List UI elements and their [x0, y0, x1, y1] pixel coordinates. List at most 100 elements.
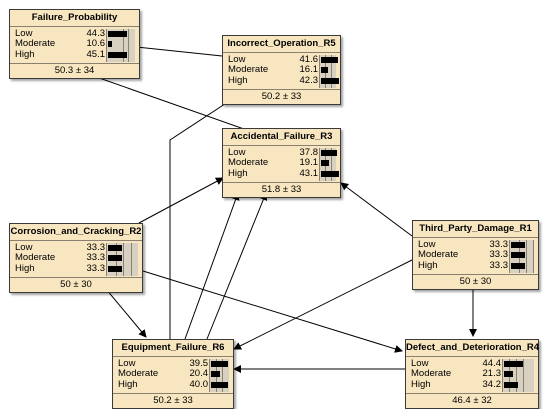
state-value: 21.3: [482, 368, 502, 380]
state-label: Low: [228, 54, 246, 65]
state-label: Low: [411, 358, 429, 369]
node-title: Accidental_Failure_R3: [223, 129, 340, 146]
node-title: Equipment_Failure_R6: [113, 340, 233, 357]
probability-bar: [504, 381, 518, 388]
node-corrosion-and-cracking[interactable]: Corrosion_and_Cracking_R2 Low 33.3 Moder…: [9, 223, 143, 293]
probability-bar: [321, 67, 328, 74]
state-value: 40.0: [189, 378, 209, 390]
state-row-high: High 42.3: [223, 74, 340, 86]
state-value: 33.3: [86, 262, 106, 274]
node-expected-value: 50.3 ± 34: [10, 63, 139, 78]
state-row-moderate: Moderate 19.1: [223, 157, 340, 169]
node-expected-value: 50.2 ± 33: [113, 393, 233, 408]
node-equipment-failure[interactable]: Equipment_Failure_R6 Low 39.5 Moderate 2…: [112, 339, 234, 409]
state-label: High: [228, 74, 248, 86]
state-value: 45.1: [86, 48, 106, 60]
state-label: Low: [15, 28, 33, 39]
state-value: 16.1: [299, 64, 319, 76]
state-table: Low 39.5 Moderate 20.4 High 40.0: [113, 357, 233, 393]
node-defect-and-deterioration[interactable]: Defect_and_Deterioration_R4 Low 44.4 Mod…: [405, 339, 539, 409]
probability-bar: [108, 255, 122, 262]
edge-equipment-failure-b-to-accidental-failure: [206, 192, 268, 340]
state-value: 41.6: [299, 54, 319, 65]
state-value: 33.3: [489, 239, 509, 250]
state-row-moderate: Moderate 10.6: [10, 38, 139, 50]
state-table: Low 44.4 Moderate 21.3 High 34.2: [406, 357, 538, 393]
state-row-low: Low 33.3: [413, 239, 538, 250]
node-title: Incorrect_Operation_R5: [223, 36, 340, 53]
node-incorrect-operation[interactable]: Incorrect_Operation_R5 Low 41.6 Moderate…: [222, 35, 341, 105]
state-row-moderate: Moderate 21.3: [406, 368, 538, 380]
edge-third-party-to-accidental-failure: [340, 182, 413, 237]
node-expected-value: 50.2 ± 33: [223, 89, 340, 104]
state-row-low: Low 44.3: [10, 28, 139, 39]
state-value: 33.3: [489, 249, 509, 261]
state-value: 43.1: [299, 167, 319, 179]
edge-equipment-failure-to-incorrect-operation: [169, 97, 235, 339]
state-row-high: High 33.3: [413, 259, 538, 271]
edge-equipment-failure-a-to-accidental-failure: [184, 192, 240, 340]
node-title: Third_Party_Damage_R1: [413, 221, 538, 238]
probability-bar: [511, 262, 525, 269]
edge-accidental-failure-to-failure-probability: [84, 71, 245, 130]
state-value: 33.3: [489, 259, 509, 271]
state-row-low: Low 33.3: [10, 242, 142, 253]
probability-bar: [511, 242, 525, 248]
state-row-high: High 33.3: [10, 262, 142, 274]
node-expected-value: 46.4 ± 32: [406, 393, 538, 408]
probability-bar: [321, 150, 337, 156]
state-table: Low 37.8 Moderate 19.1 High 43.1: [223, 146, 340, 182]
edge-third-party-to-equipment-failure: [233, 259, 413, 350]
node-expected-value: 50 ± 30: [413, 274, 538, 289]
node-expected-value: 51.8 ± 33: [223, 182, 340, 197]
probability-bar: [321, 170, 339, 177]
edge-corrosion-to-defect: [142, 270, 403, 353]
probability-bar: [211, 371, 220, 378]
state-label: High: [118, 378, 138, 390]
state-label: Moderate: [418, 249, 459, 261]
state-value: 34.2: [482, 378, 502, 390]
state-row-low: Low 37.8: [223, 147, 340, 158]
state-value: 44.4: [482, 358, 502, 369]
state-label: Moderate: [15, 38, 56, 50]
state-label: Low: [418, 239, 436, 250]
probability-bar: [504, 371, 513, 378]
state-row-moderate: Moderate 33.3: [10, 252, 142, 264]
node-accidental-failure[interactable]: Accidental_Failure_R3 Low 37.8 Moderate …: [222, 128, 341, 198]
state-label: High: [411, 378, 431, 390]
state-label: High: [228, 167, 248, 179]
state-label: High: [15, 48, 35, 60]
state-label: Low: [15, 242, 33, 253]
state-table: Low 41.6 Moderate 16.1 High 42.3: [223, 53, 340, 89]
state-value: 39.5: [189, 358, 209, 369]
state-row-moderate: Moderate 16.1: [223, 64, 340, 76]
state-row-high: High 45.1: [10, 48, 139, 60]
state-row-moderate: Moderate 33.3: [413, 249, 538, 261]
state-value: 10.6: [86, 38, 106, 50]
state-row-high: High 40.0: [113, 378, 233, 390]
probability-bar: [108, 51, 127, 58]
probability-bar: [108, 31, 127, 37]
state-label: Moderate: [228, 157, 269, 169]
state-row-high: High 43.1: [223, 167, 340, 179]
state-row-moderate: Moderate 20.4: [113, 368, 233, 380]
probability-bar: [321, 160, 329, 167]
probability-bar: [504, 361, 523, 367]
probability-bar: [211, 361, 228, 367]
state-value: 42.3: [299, 74, 319, 86]
state-value: 20.4: [189, 368, 209, 380]
state-label: Low: [118, 358, 136, 369]
state-table: Low 33.3 Moderate 33.3 High 33.3: [10, 241, 142, 277]
node-third-party-damage[interactable]: Third_Party_Damage_R1 Low 33.3 Moderate …: [412, 220, 539, 290]
node-expected-value: 50 ± 30: [10, 277, 142, 292]
state-value: 44.3: [86, 28, 106, 39]
state-value: 19.1: [299, 157, 319, 169]
state-row-low: Low 39.5: [113, 358, 233, 369]
node-failure-probability[interactable]: Failure_Probability Low 44.3 Moderate 10…: [9, 9, 140, 79]
state-value: 37.8: [299, 147, 319, 158]
state-value: 33.3: [86, 252, 106, 264]
state-label: Moderate: [118, 368, 159, 380]
state-label: Moderate: [411, 368, 452, 380]
state-value: 33.3: [86, 242, 106, 253]
